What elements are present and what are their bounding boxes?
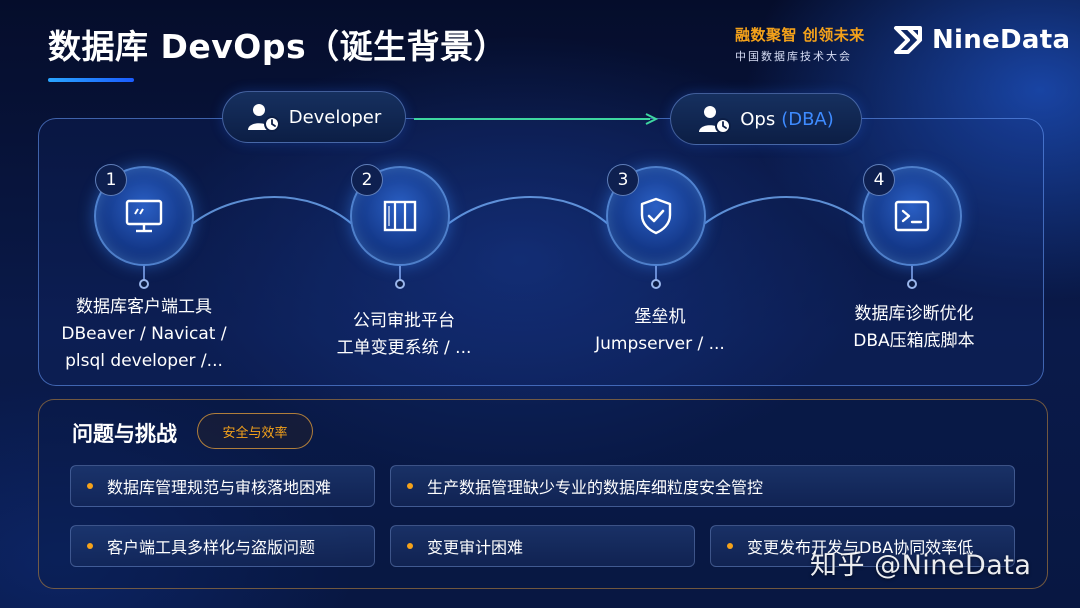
shield-check-icon xyxy=(640,197,672,235)
step-2-text: 公司审批平台 工单变更系统 / ... xyxy=(284,308,524,362)
bullet-icon xyxy=(727,543,733,549)
challenge-text: 生产数据管理缺少专业的数据库细粒度安全管控 xyxy=(427,478,764,497)
brand-slogan: 融数聚智 创领未来 xyxy=(735,26,865,44)
page-title: 数据库 DevOps（诞生背景） xyxy=(48,27,508,66)
ops-label: Ops xyxy=(740,108,776,130)
challenge-text: 数据库管理规范与审核落地困难 xyxy=(107,478,332,497)
bullet-icon xyxy=(407,543,413,549)
ops-role: Ops (DBA) xyxy=(670,93,862,145)
ninedata-logo-icon xyxy=(894,26,922,54)
terminal-icon xyxy=(894,200,930,232)
step-2-line-1: 公司审批平台 xyxy=(353,311,455,331)
step-1-text: 数据库客户端工具 DBeaver / Navicat / plsql devel… xyxy=(24,294,264,375)
step-1-line-2: DBeaver / Navicat / xyxy=(61,324,227,344)
challenge-item: 数据库管理规范与审核落地困难 xyxy=(70,465,375,507)
step-3-dot xyxy=(651,279,661,289)
logo-text: NineData xyxy=(932,25,1071,55)
brand-subtitle: 中国数据库技术大会 xyxy=(735,50,852,63)
step-1-number: 1 xyxy=(95,164,127,196)
step-3-number: 3 xyxy=(607,164,639,196)
step-3-text: 堡垒机 Jumpserver / ... xyxy=(540,304,780,358)
user-clock-icon xyxy=(247,104,280,132)
step-3-stem xyxy=(655,266,657,286)
arrow-right-icon xyxy=(414,113,659,125)
ninedata-logo: NineData xyxy=(890,22,1070,58)
bullet-icon xyxy=(407,483,413,489)
step-2-dot xyxy=(395,279,405,289)
step-1-line-1: 数据库客户端工具 xyxy=(76,297,212,317)
step-4-stem xyxy=(911,266,913,286)
challenge-text: 变更发布开发与DBA协同效率低 xyxy=(747,538,974,557)
developer-role: Developer xyxy=(222,91,406,143)
challenges-title: 问题与挑战 xyxy=(72,422,177,446)
step-2-number: 2 xyxy=(351,164,383,196)
title-underline xyxy=(48,78,134,82)
challenge-item: 客户端工具多样化与盗版问题 xyxy=(70,525,375,567)
bullet-icon xyxy=(87,543,93,549)
challenge-item: 变更审计困难 xyxy=(390,525,695,567)
book-icon xyxy=(383,200,417,232)
step-4-number: 4 xyxy=(863,164,895,196)
step-4-line-2: DBA压箱底脚本 xyxy=(853,331,975,351)
conference-brand: 融数聚智 创领未来 中国数据库技术大会 xyxy=(735,24,885,64)
challenges-badge: 安全与效率 xyxy=(197,413,313,449)
step-2-stem xyxy=(399,266,401,286)
watermark: 知乎 @NineData xyxy=(810,550,1032,581)
monitor-icon xyxy=(125,199,163,233)
bullet-icon xyxy=(87,483,93,489)
challenge-item: 生产数据管理缺少专业的数据库细粒度安全管控 xyxy=(390,465,1015,507)
ops-dba-tag: (DBA) xyxy=(781,108,834,130)
user-clock-icon xyxy=(699,106,732,134)
challenge-item: 变更发布开发与DBA协同效率低 xyxy=(710,525,1015,567)
step-1-stem xyxy=(143,266,145,286)
step-4-text: 数据库诊断优化 DBA压箱底脚本 xyxy=(794,301,1034,355)
step-3-line-2: Jumpserver / ... xyxy=(595,334,725,354)
challenge-text: 客户端工具多样化与盗版问题 xyxy=(107,538,316,557)
step-3-line-1: 堡垒机 xyxy=(634,307,686,327)
step-4-dot xyxy=(907,279,917,289)
step-1-line-3: plsql developer /... xyxy=(65,351,223,371)
step-2-line-2: 工单变更系统 / ... xyxy=(336,338,472,358)
step-4-line-1: 数据库诊断优化 xyxy=(854,304,974,324)
developer-label: Developer xyxy=(288,106,382,128)
challenge-text: 变更审计困难 xyxy=(427,538,524,557)
step-1-dot xyxy=(139,279,149,289)
